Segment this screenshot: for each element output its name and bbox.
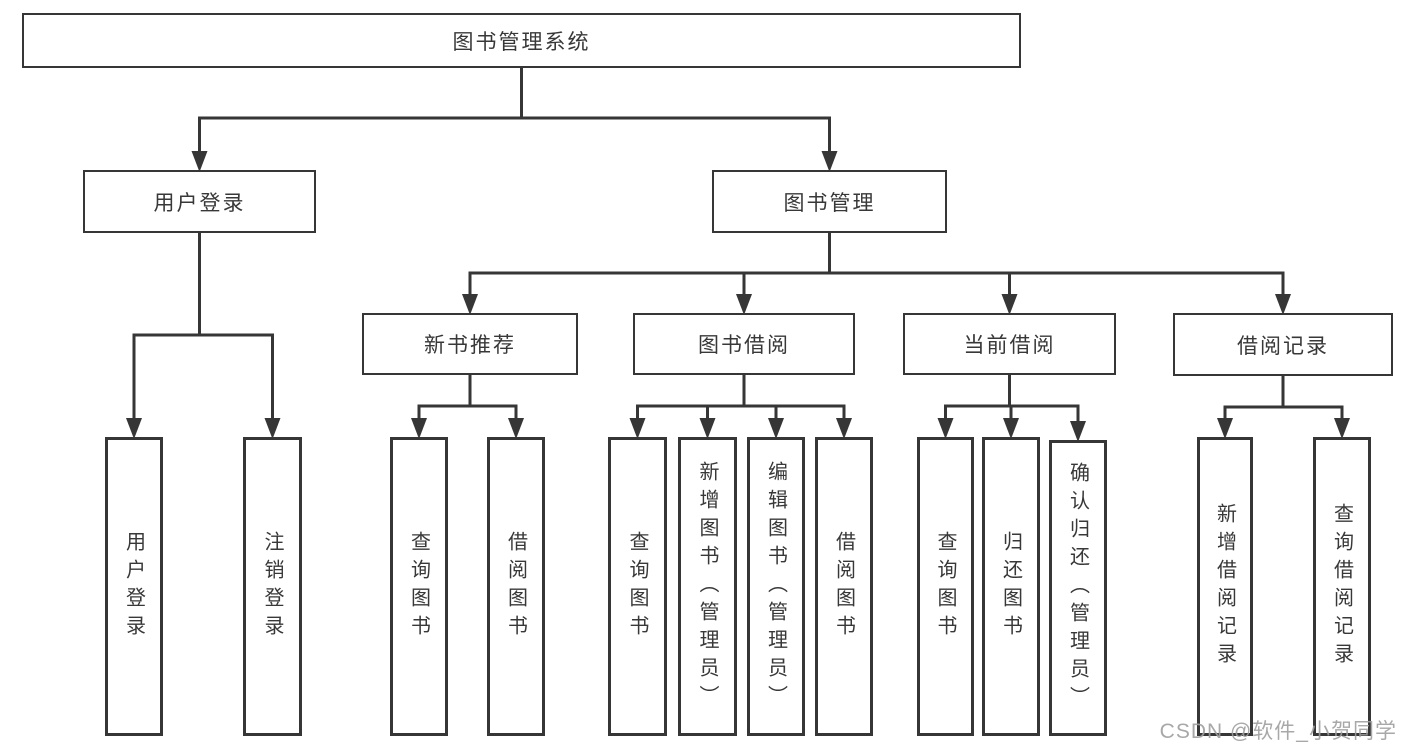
node-label: 确认归还（管理员） xyxy=(1066,462,1089,714)
node-book-mgmt: 图书管理 xyxy=(712,170,947,233)
arrowhead-icon xyxy=(264,418,281,439)
node-label: 借阅图书 xyxy=(832,530,855,643)
arrowhead-icon xyxy=(1334,418,1350,439)
arrowhead-icon xyxy=(699,418,716,439)
arrowhead-icon xyxy=(1003,418,1019,439)
arrowhead-icon xyxy=(629,418,646,439)
node-label: 注销登录 xyxy=(261,530,283,643)
arrowhead-icon xyxy=(768,418,784,439)
node-label: 查询图书 xyxy=(407,530,430,643)
arrowhead-icon xyxy=(1275,294,1291,315)
node-label: 当前借阅 xyxy=(963,334,1056,357)
node-bb-borrow: 借阅图书 xyxy=(815,437,873,736)
node-cb-return: 归还图书 xyxy=(982,437,1040,736)
node-bb-query: 查询图书 xyxy=(608,437,667,736)
node-leaf-user-login: 用户登录 xyxy=(105,437,163,736)
node-label: 借阅图书 xyxy=(504,530,527,643)
arrowhead-icon xyxy=(191,151,208,172)
node-br-query: 查询借阅记录 xyxy=(1313,437,1371,736)
node-label: 用户登录 xyxy=(122,530,145,643)
node-bb-add: 新增图书（管理员） xyxy=(678,437,737,736)
node-br-add: 新增借阅记录 xyxy=(1197,437,1253,736)
arrowhead-icon xyxy=(126,418,142,439)
node-label: 图书管理系统 xyxy=(452,30,591,54)
node-label: 图书借阅 xyxy=(698,334,790,357)
csdn-watermark: CSDN @软件_小贺同学 xyxy=(1159,720,1397,743)
node-new-book-rec: 新书推荐 xyxy=(362,313,578,375)
node-label: 归还图书 xyxy=(999,530,1022,643)
node-label: 新增图书（管理员） xyxy=(696,460,718,713)
node-root: 图书管理系统 xyxy=(22,13,1021,68)
node-label: 查询图书 xyxy=(626,530,648,643)
node-label: 图书管理 xyxy=(783,191,876,215)
arrowhead-icon xyxy=(1217,418,1233,439)
node-bb-edit: 编辑图书（管理员） xyxy=(747,437,805,736)
node-label: 查询图书 xyxy=(934,530,956,643)
node-user-login: 用户登录 xyxy=(83,170,316,233)
node-book-borrow: 图书借阅 xyxy=(633,313,855,375)
node-nb-borrow: 借阅图书 xyxy=(487,437,545,736)
node-nb-query: 查询图书 xyxy=(390,437,448,736)
node-cb-confirm: 确认归还（管理员） xyxy=(1049,440,1107,736)
arrowhead-icon xyxy=(411,418,427,439)
arrowhead-icon xyxy=(736,294,752,315)
arrowhead-icon xyxy=(821,151,838,172)
arrowhead-icon xyxy=(462,294,478,315)
node-leaf-logout: 注销登录 xyxy=(243,437,302,736)
node-borrow-records: 借阅记录 xyxy=(1173,313,1393,376)
node-label: 新书推荐 xyxy=(424,334,516,357)
node-label: 新增借阅记录 xyxy=(1213,502,1236,671)
arrowhead-icon xyxy=(508,418,524,439)
node-current-borrow: 当前借阅 xyxy=(903,313,1116,375)
arrowhead-icon xyxy=(836,418,852,439)
arrowhead-icon xyxy=(937,418,954,439)
arrowhead-icon xyxy=(1001,294,1018,315)
node-label: 用户登录 xyxy=(153,191,246,215)
node-label: 查询借阅记录 xyxy=(1330,502,1353,671)
node-label: 借阅记录 xyxy=(1237,334,1329,358)
node-cb-query: 查询图书 xyxy=(917,437,974,736)
arrowhead-icon xyxy=(1070,421,1086,442)
node-label: 编辑图书（管理员） xyxy=(764,460,787,713)
